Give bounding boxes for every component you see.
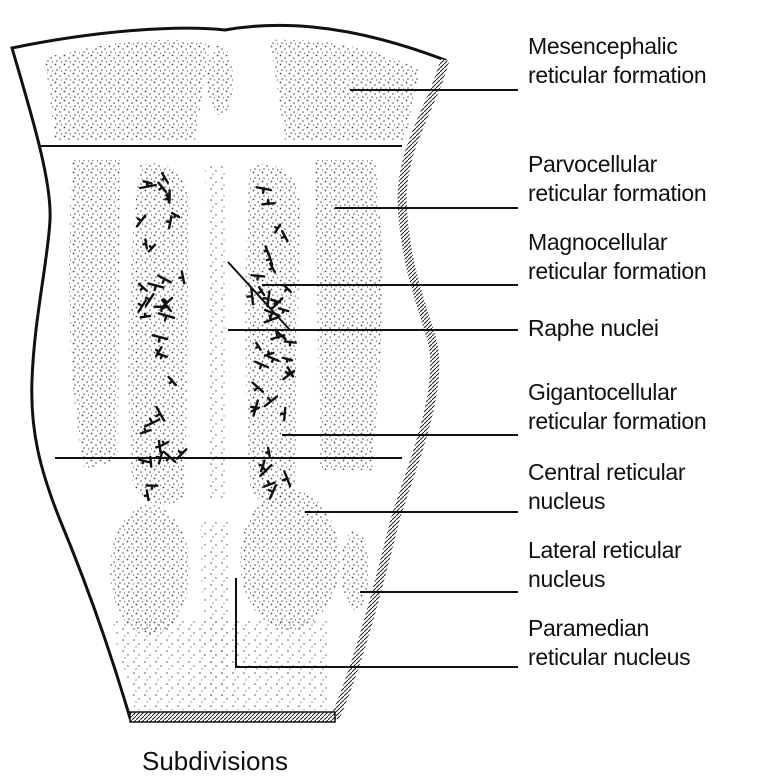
label-gigantocellular: Gigantocellular reticular formation xyxy=(528,378,706,436)
caption: Subdivisions xyxy=(110,746,320,777)
label-lateral: Lateral reticular nucleus xyxy=(528,536,681,594)
label-raphe: Raphe nuclei xyxy=(528,314,659,343)
label-parvocellular: Parvocellular reticular formation xyxy=(528,150,706,208)
label-central: Central reticular nucleus xyxy=(528,458,685,516)
bottom-band xyxy=(130,712,335,722)
label-paramedian: Paramedian reticular nucleus xyxy=(528,614,690,672)
label-mesencephalic: Mesencephalic reticular formation xyxy=(528,32,706,90)
label-magnocellular: Magnocellular reticular formation xyxy=(528,228,706,286)
